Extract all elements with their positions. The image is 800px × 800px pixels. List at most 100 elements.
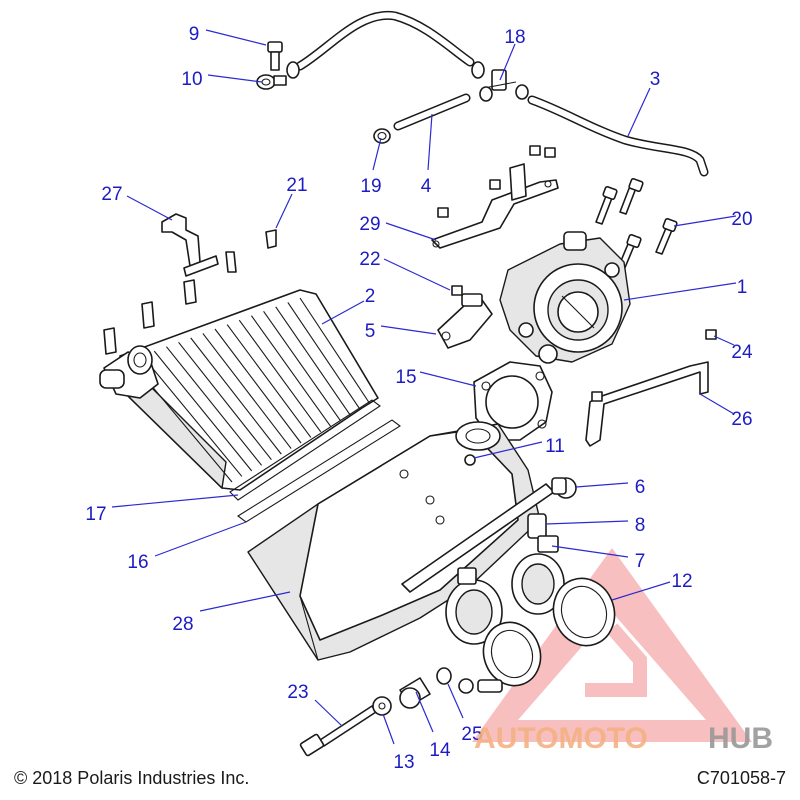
callout-leader-25	[447, 683, 464, 719]
part-27-bracket	[161, 213, 219, 277]
part-4-short-hose	[393, 93, 471, 131]
intercooler-fin	[178, 341, 272, 461]
callout-number-24: 24	[731, 342, 753, 363]
part-26-bracket	[585, 361, 709, 447]
small-bolts-upper	[437, 145, 556, 296]
callout-leader-9	[205, 29, 267, 46]
intercooler-fin	[190, 337, 282, 455]
callout-number-20: 20	[731, 209, 752, 230]
intercooler-fin	[238, 319, 322, 433]
callout-number-25: 25	[461, 724, 482, 745]
callout-leader-13	[382, 713, 395, 745]
copyright-text: © 2018 Polaris Industries Inc.	[14, 768, 249, 788]
intake-ports	[445, 553, 565, 645]
callout-number-28: 28	[172, 614, 193, 635]
callout-number-29: 29	[359, 214, 380, 235]
part-20-bolts	[595, 178, 678, 271]
part-17-gasket	[229, 399, 381, 501]
callout-leader-26	[699, 393, 735, 415]
callout-number-16: 16	[127, 552, 148, 573]
intercooler-fin	[275, 306, 351, 416]
callout-number-21: 21	[286, 175, 307, 196]
callout-leader-10	[207, 74, 263, 83]
callout-leader-27	[126, 195, 173, 221]
part-13-washer	[372, 696, 392, 716]
watermark-text-part2: HUB	[708, 722, 773, 755]
part-21-bolts	[103, 229, 277, 355]
intercooler-fin	[299, 297, 371, 405]
callout-number-3: 3	[650, 69, 661, 90]
part-5-sensor	[437, 293, 493, 349]
part-16-seal	[237, 419, 401, 523]
callout-number-4: 4	[421, 176, 432, 197]
callout-leader-23	[314, 699, 343, 727]
callout-leader-17	[111, 494, 239, 508]
callout-leader-28	[199, 591, 291, 612]
callout-leader-24	[713, 335, 735, 346]
callout-number-17: 17	[85, 504, 106, 525]
intercooler-fin	[141, 355, 243, 477]
intercooler-fin	[202, 333, 292, 449]
intercooler-fin	[226, 324, 312, 438]
callout-leader-3	[627, 87, 651, 137]
intercooler-fin	[263, 310, 341, 422]
watermark-triangle-icon	[472, 548, 752, 742]
callout-number-26: 26	[731, 409, 752, 430]
callout-number-14: 14	[429, 740, 451, 761]
callout-leader-18	[499, 43, 516, 81]
part-12-clamps	[477, 577, 616, 693]
callout-leader-29	[385, 222, 437, 241]
watermark-text-part1: AUTOMOTO	[474, 722, 648, 755]
part-29-bracket	[431, 163, 559, 249]
callout-number-10: 10	[181, 69, 202, 90]
callout-leader-6	[575, 482, 629, 488]
callout-number-8: 8	[635, 515, 646, 536]
intercooler-fin	[165, 346, 263, 466]
watermark-text: AUTOMOTO HUB	[474, 722, 773, 755]
callout-number-1: 1	[737, 277, 748, 298]
callout-number-5: 5	[365, 321, 376, 342]
callout-number-15: 15	[395, 367, 416, 388]
callout-number-12: 12	[671, 571, 692, 592]
callout-leader-1	[623, 282, 737, 301]
part-8-injector	[527, 513, 547, 539]
part-19-clamp	[373, 128, 391, 144]
callout-number-18: 18	[504, 27, 525, 48]
intercooler-fin	[153, 350, 253, 472]
part-10-banjo-fitting	[256, 61, 300, 90]
callout-leader-15	[419, 371, 477, 387]
callout-number-2: 2	[365, 286, 376, 307]
callout-leader-8	[545, 520, 629, 525]
diagram-code: C701058-7	[697, 768, 786, 788]
part-14-spacer	[399, 677, 431, 709]
callout-leader-12	[611, 581, 671, 601]
part-24-bolt	[705, 329, 717, 340]
part-23-bolt	[299, 705, 377, 757]
callout-number-13: 13	[393, 752, 414, 773]
callout-leader-19	[372, 137, 382, 171]
callout-number-23: 23	[287, 682, 308, 703]
callout-number-11: 11	[545, 436, 565, 457]
callout-leader-16	[154, 521, 247, 557]
callout-number-27: 27	[101, 184, 122, 205]
callout-number-22: 22	[359, 249, 380, 270]
intercooler-fin	[287, 302, 361, 410]
callout-leader-14	[415, 691, 434, 733]
callout-leader-2	[321, 300, 365, 325]
part-2-intercooler	[99, 289, 379, 491]
watermark-logo	[472, 548, 752, 742]
callout-number-6: 6	[635, 477, 646, 498]
callout-leader-21	[275, 193, 293, 229]
part-9-bolt	[267, 41, 283, 71]
part-18-tee-fitting	[471, 61, 529, 102]
part-7-connector	[457, 535, 559, 585]
callout-leader-20	[673, 215, 737, 227]
part-6-fuel-rail	[401, 477, 577, 593]
part-1-throttle-body	[499, 231, 631, 364]
callout-number-19: 19	[360, 176, 381, 197]
callout-leader-11	[473, 441, 543, 459]
part-25-grommet	[436, 667, 474, 694]
callout-number-9: 9	[189, 24, 200, 45]
